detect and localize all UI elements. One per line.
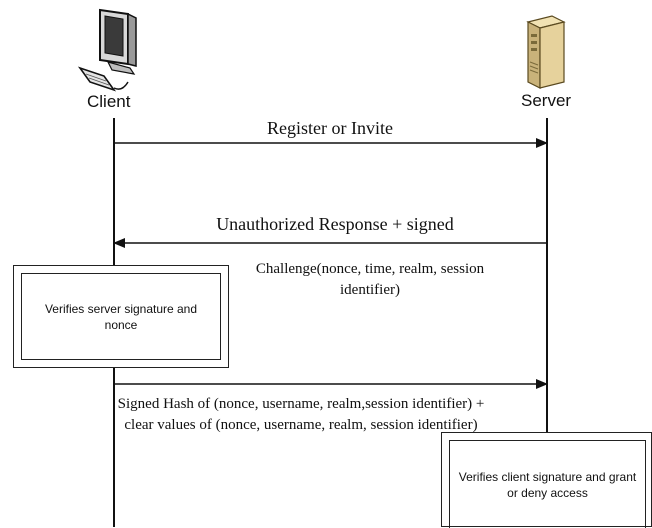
client-label: Client — [87, 92, 131, 111]
server-tower-icon — [526, 15, 566, 89]
message-label-unauthorized: Unauthorized Response + signed — [216, 214, 454, 234]
server-note: Verifies client signature and grant or d… — [441, 432, 652, 528]
message-label-challenge: Challenge(nonce, time, realm, session id… — [255, 261, 485, 298]
client-note: Verifies server signature and nonce — [13, 265, 229, 368]
client-note-text: Verifies server signature and nonce — [21, 273, 221, 360]
server-label: Server — [521, 91, 572, 110]
message-label-signed-hash: Signed Hash of (nonce, username, realm,s… — [117, 396, 485, 433]
server-note-text: Verifies client signature and grant or d… — [449, 440, 646, 528]
message-label-register: Register or Invite — [267, 118, 393, 138]
desktop-computer-icon — [77, 8, 137, 92]
